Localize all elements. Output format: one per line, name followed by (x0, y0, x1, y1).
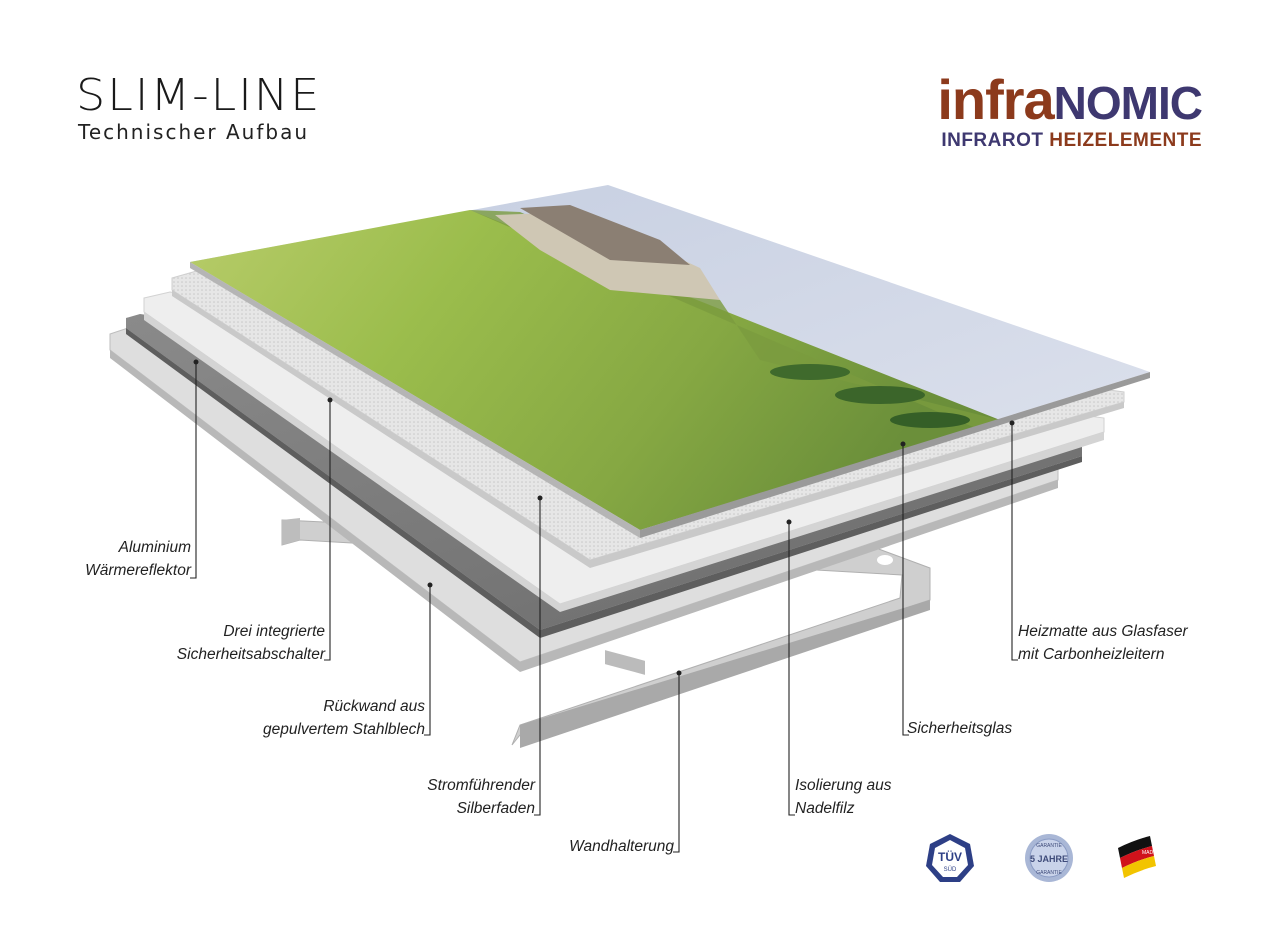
label-line: Heizmatte aus Glasfaser (1018, 623, 1188, 640)
page-subtitle: Technischer Aufbau (78, 120, 310, 144)
label-line: Isolierung aus (795, 777, 892, 794)
label-aluminium-reflector: Aluminium Wärmereflektor (85, 536, 191, 582)
label-line: Aluminium (118, 539, 191, 556)
brand-name: infraNOMIC (937, 72, 1203, 129)
brand-tagline-part2: HEIZELEMENTE (1049, 130, 1202, 151)
made-in-germany-flag-icon: MADE (1118, 836, 1157, 878)
label-line: Silberfaden (456, 800, 535, 817)
brand-logo: infraNOMIC INFRAROT HEIZELEMENTE (937, 72, 1203, 152)
label-line: mit Carbonheizleitern (1018, 646, 1165, 663)
leader-abschalter (324, 400, 331, 661)
label-safety-cutoffs: Drei integrierte Sicherheitsabschalter (177, 620, 325, 666)
warranty-bottom: GARANTIE (1036, 870, 1062, 876)
tuv-badge-icon: TÜV SÜD (926, 834, 974, 882)
label-line: Sicherheitsglas (907, 720, 1013, 737)
leader-glas (902, 444, 909, 736)
label-line: Rückwand aus (323, 698, 425, 715)
label-line: Nadelfilz (795, 800, 855, 817)
label-heating-mat: Heizmatte aus Glasfaser mit Carbonheizle… (1018, 620, 1188, 666)
leader-wandhalterung (673, 673, 680, 853)
brand-tagline-part1: INFRAROT (941, 130, 1044, 151)
tuv-sub: SÜD (944, 866, 957, 873)
leader-rueckwand (424, 585, 431, 736)
tuv-text: TÜV (938, 849, 962, 864)
label-line: Wandhalterung (569, 838, 674, 855)
brand-tagline: INFRAROT HEIZELEMENTE (937, 130, 1202, 152)
page-title: SLIM-LINE (76, 69, 322, 121)
label-safety-glass: Sicherheitsglas (907, 717, 1012, 740)
made-text: MADE (1142, 850, 1157, 856)
brand-name-part2: NOMIC (1053, 77, 1203, 129)
warranty-main: 5 JAHRE (1030, 854, 1068, 864)
label-wall-bracket: Wandhalterung (569, 835, 674, 858)
label-line: Sicherheitsabschalter (176, 646, 325, 663)
warranty-top: GARANTIE (1036, 843, 1062, 849)
leader-dots (193, 359, 1015, 676)
label-insulation: Isolierung aus Nadelfilz (795, 774, 892, 820)
label-line: Wärmereflektor (85, 562, 191, 579)
label-line: Drei integrierte (223, 623, 325, 640)
leader-isolierung (788, 522, 795, 816)
leader-lines (190, 362, 1018, 853)
label-silver-thread: Stromführender Silberfaden (427, 774, 535, 820)
leader-heizmatte (1011, 423, 1018, 661)
brand-name-part1: infra (937, 68, 1054, 131)
label-back-panel: Rückwand aus gepulvertem Stahlblech (263, 695, 425, 741)
leader-silberfaden (534, 498, 541, 816)
label-line: gepulvertem Stahlblech (263, 721, 425, 738)
warranty-badge-icon: GARANTIE 5 JAHRE GARANTIE (1025, 834, 1073, 882)
leader-aluminium (190, 362, 197, 579)
wall-bracket (281, 518, 931, 748)
label-line: Stromführender (427, 777, 535, 794)
safety-glass (190, 185, 1150, 675)
